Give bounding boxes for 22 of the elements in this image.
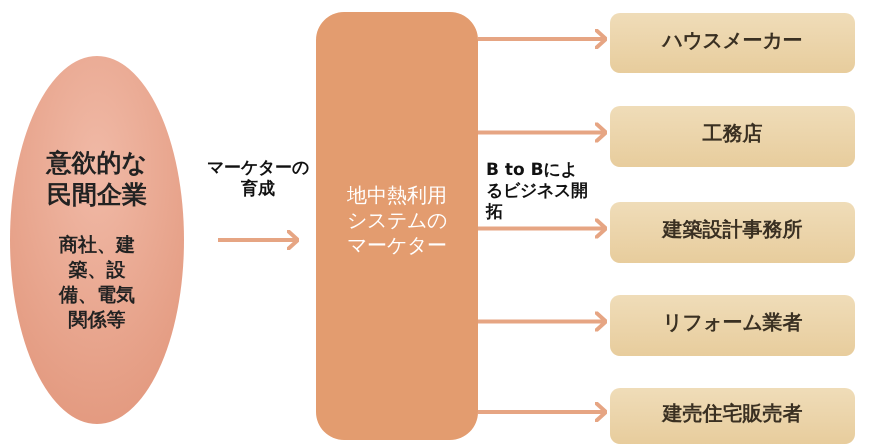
node-text: ハウスメーカー [662, 26, 802, 54]
arrow [478, 122, 608, 144]
node-text: 意欲的な民間企業 [44, 147, 148, 211]
node-text: 工務店 [702, 120, 762, 147]
arrow [478, 28, 608, 50]
ellipse-shape [9, 55, 185, 425]
arrow [218, 229, 300, 251]
process-box [316, 12, 478, 440]
arrow [478, 218, 608, 240]
node-text: リフォーム業者 [662, 309, 802, 336]
process-box [610, 295, 855, 356]
process-box [610, 388, 855, 444]
node-text: 建売住宅販売者 [662, 400, 802, 426]
node-text: 商社、建築、設備、電気関係等 [58, 233, 136, 333]
process-box [610, 106, 855, 167]
node-text: 地中熱利用システムのマーケター [346, 182, 448, 258]
node-text: 建築設計事務所 [662, 216, 802, 243]
arrow [478, 310, 608, 332]
annotation-text: B to Bによるビジネス開拓 [486, 160, 589, 223]
process-box [610, 13, 855, 73]
process-box [610, 202, 855, 263]
arrow [478, 401, 608, 423]
